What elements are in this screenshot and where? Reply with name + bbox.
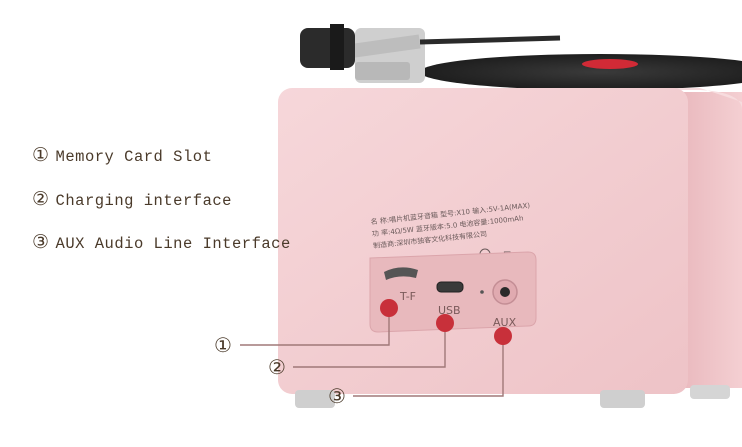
vinyl-record: [420, 54, 742, 90]
callout-1: ①: [214, 333, 232, 357]
legend-text: Charging interface: [55, 192, 232, 210]
legend-number: ②: [32, 188, 50, 210]
tonearm: [300, 24, 561, 83]
tf-slot: [384, 267, 418, 280]
usb-label: USB: [438, 304, 461, 317]
port-panel: T-F USB AUX: [369, 251, 537, 333]
tf-label: T-F: [399, 290, 416, 303]
usb-port: [436, 281, 464, 293]
legend-item-aux: ③ AUX Audio Line Interface: [32, 231, 291, 253]
callout-3: ③: [328, 384, 346, 408]
callout-2: ②: [268, 355, 286, 379]
callout-markers: [380, 299, 512, 345]
legend-item-memory-card: ① Memory Card Slot: [32, 144, 212, 166]
aux-label: AUX: [493, 316, 517, 329]
speaker-body: [278, 88, 742, 408]
legend-number: ①: [32, 144, 50, 166]
legend-text: Memory Card Slot: [55, 148, 213, 166]
callout-lines: [240, 310, 504, 397]
legend-number: ③: [32, 231, 50, 253]
legend-text: AUX Audio Line Interface: [55, 235, 291, 253]
legend-item-charging: ② Charging interface: [32, 188, 232, 210]
